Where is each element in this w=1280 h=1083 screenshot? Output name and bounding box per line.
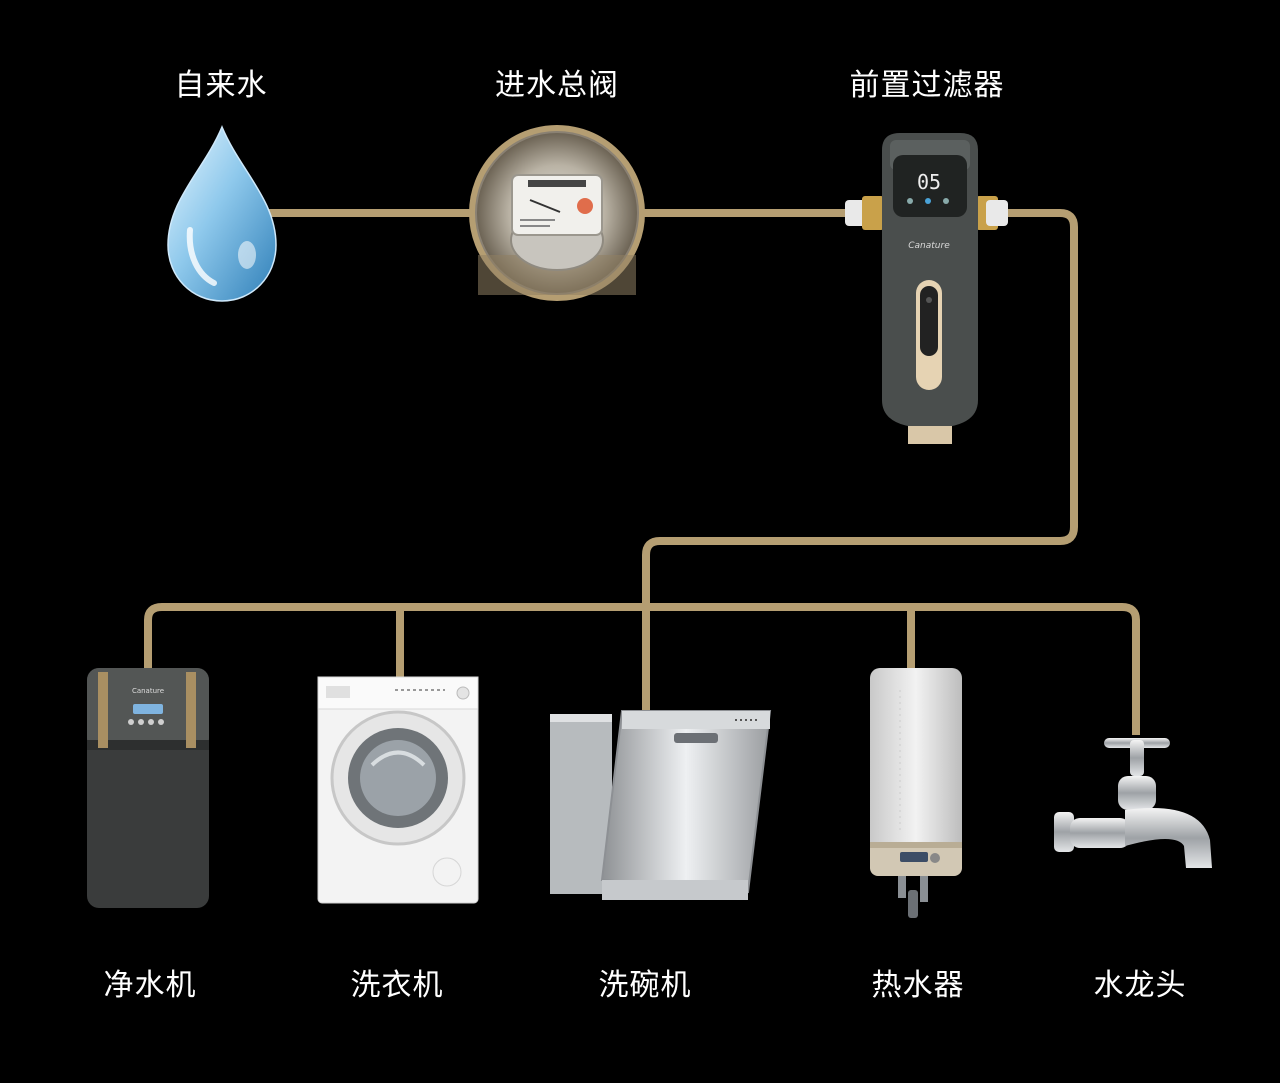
label-water-purifier: 净水机 <box>103 968 197 1003</box>
filter-brand-logo: Canature <box>908 241 950 251</box>
water-meter-icon <box>469 125 645 301</box>
pipe-distribution-bar <box>144 603 1140 735</box>
water-purifier-icon: Canature <box>87 668 209 908</box>
pre-filter-icon: 05 Canature <box>845 133 1008 444</box>
label-water-heater: 热水器 <box>871 968 965 1003</box>
water-drop-icon <box>167 125 277 302</box>
water-heater-icon <box>870 668 962 918</box>
washing-machine-icon <box>317 676 479 904</box>
label-dishwasher: 洗碗机 <box>598 968 692 1003</box>
label-main-inlet-valve: 进水总阀 <box>495 68 619 103</box>
filter-display-readout: 05 <box>917 170 941 194</box>
pipe-filter-to-distribution <box>642 209 1078 710</box>
label-tap-water: 自来水 <box>174 68 268 103</box>
label-faucet: 水龙头 <box>1093 968 1187 1003</box>
dishwasher-icon <box>550 710 772 900</box>
label-pre-filter: 前置过滤器 <box>849 68 1005 103</box>
label-washing-machine: 洗衣机 <box>350 968 444 1003</box>
pipe-network <box>144 209 1140 735</box>
faucet-icon <box>1054 738 1212 868</box>
purifier-brand-logo: Canature <box>132 687 164 695</box>
